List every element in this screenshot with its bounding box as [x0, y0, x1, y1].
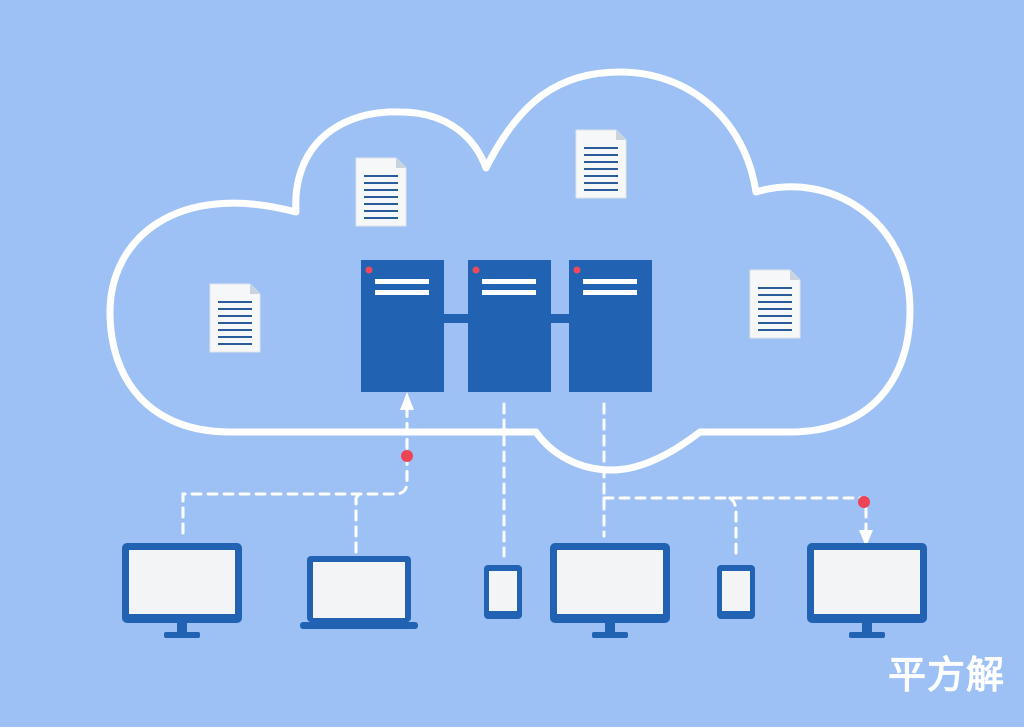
node-dot — [858, 496, 870, 508]
server-link — [442, 314, 470, 323]
document-icon — [749, 269, 801, 339]
laptop-icon — [300, 556, 418, 629]
arrow-down-icon — [859, 530, 873, 547]
cloud-outline — [106, 68, 914, 474]
connector-line — [181, 408, 409, 535]
watermark-text: 平方解 — [888, 653, 1006, 697]
document-icon — [575, 129, 627, 199]
server-icon — [569, 260, 652, 392]
monitor-icon — [122, 543, 242, 638]
monitor-icon — [807, 543, 927, 638]
connector-line — [354, 492, 366, 554]
document-icon — [209, 283, 261, 353]
document-icon — [355, 157, 407, 227]
phone-icon — [717, 565, 755, 619]
server-link — [548, 314, 572, 323]
monitor-icon — [550, 543, 670, 638]
server-icon — [468, 260, 551, 392]
server-icon — [361, 260, 444, 392]
connector-line — [728, 496, 738, 562]
phone-icon — [484, 565, 522, 619]
arrow-up-icon — [400, 392, 414, 410]
node-dot — [401, 450, 413, 462]
